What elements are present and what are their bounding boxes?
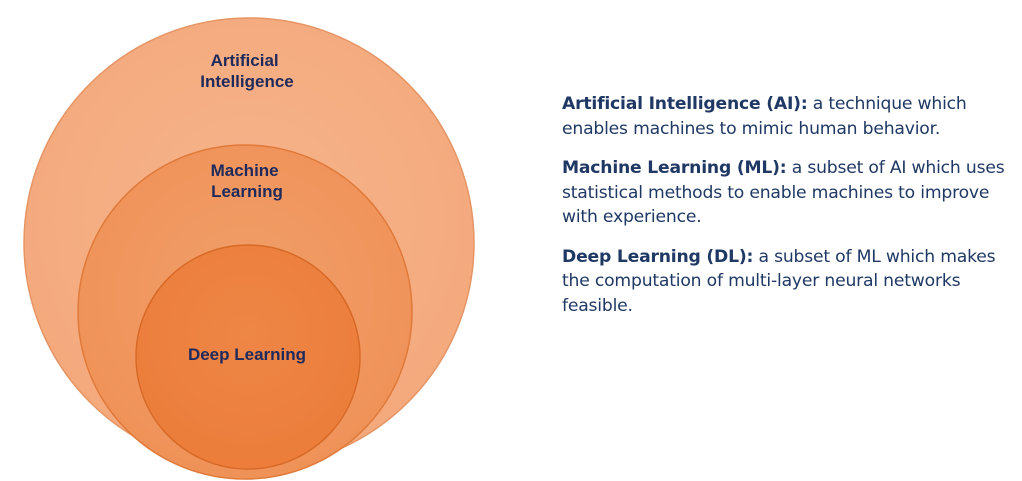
definition-term-dl: Deep Learning (DL): (562, 246, 754, 267)
definition-ai: Artificial Intelligence (AI): a techniqu… (562, 92, 1012, 141)
middle-circle-label: Machine Learning (211, 161, 284, 201)
outer-circle-label: Artificial Intelligence (200, 51, 294, 91)
definition-term-ai: Artificial Intelligence (AI): (562, 94, 808, 114)
inner-circle-dl (135, 244, 361, 470)
definitions-list: Artificial Intelligence (AI): a techniqu… (562, 92, 1012, 333)
definition-text-ml: a subset of AI which uses statistical me… (562, 158, 1005, 227)
definition-dl: Deep Learning (DL): a subset of ML which… (562, 245, 1012, 319)
definition-text-ai: a technique which enables machines to mi… (562, 94, 967, 139)
definition-text-dl: a subset of ML which makes the computati… (562, 246, 996, 316)
inner-circle-label: Deep Learning (188, 345, 306, 364)
definition-ml: Machine Learning (ML): a subset of AI wh… (562, 156, 1012, 230)
definition-term-ml: Machine Learning (ML): (562, 158, 787, 178)
